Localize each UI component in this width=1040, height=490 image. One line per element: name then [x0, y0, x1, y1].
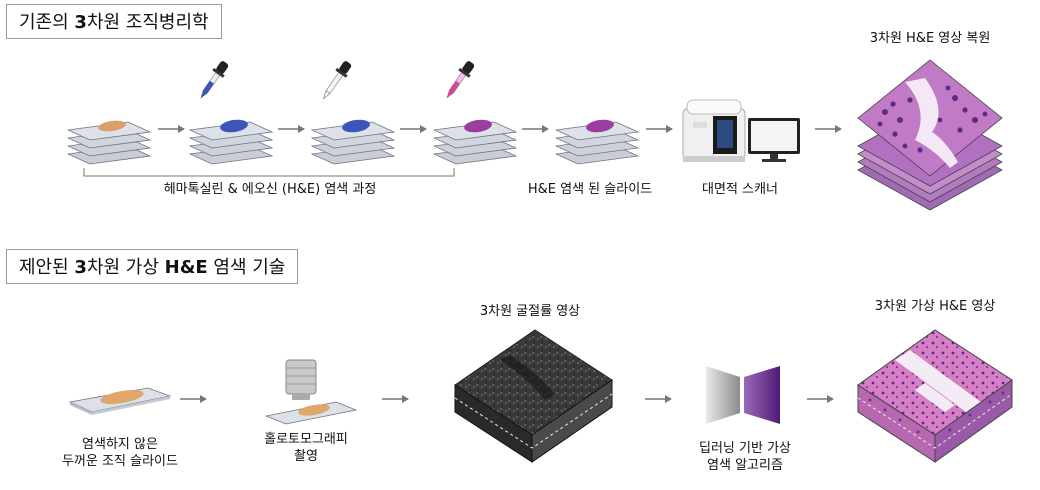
slide-stack-eosin [433, 119, 517, 165]
unstained-thick-slide [68, 387, 172, 415]
he-reconstruction-stack [857, 59, 1003, 211]
arrow-icon [180, 395, 207, 403]
scanner-icon [682, 99, 746, 162]
tissue-sample [98, 120, 126, 132]
tissue-sample [586, 119, 614, 133]
refractive-index-cube [454, 329, 613, 463]
reconstruction-label: 3차원 H&E 영상 복원 [869, 31, 991, 46]
dropper-hematoxylin-icon [200, 61, 229, 99]
top-pipeline-graphic [67, 59, 1003, 211]
algorithm-label: 딥러닝 기반 가상 염색 알고리즘 [699, 441, 791, 473]
arrow-icon [522, 125, 549, 133]
scanner-label: 대면적 스캐너 [702, 182, 778, 197]
bottom-section-title: 제안된 3차원 가상 H&E 염색 기술 [6, 249, 299, 284]
holotomography-label: 홀로토모그래피 촬영 [264, 432, 348, 464]
dropper-water-icon [322, 61, 352, 100]
top-section-title: 기존의 3차원 조직병리학 [6, 4, 222, 39]
virtual-he-cube [857, 329, 1013, 463]
slide-stack-unstained [67, 120, 151, 165]
holotomography-slide [264, 401, 358, 425]
tissue-sample [220, 119, 248, 133]
slide-stack-hematoxylin [189, 119, 273, 165]
slide-stack-washed [311, 119, 395, 165]
objective-lens-icon [285, 359, 317, 400]
arrow-icon [815, 125, 842, 133]
arrow-icon [278, 125, 305, 133]
arrow-icon [400, 125, 427, 133]
staining-process-label: 헤마톡실린 & 에오신 (H&E) 염색 과정 [163, 182, 377, 197]
tissue-sample [100, 389, 144, 405]
dropper-eosin-icon [446, 61, 475, 99]
arrow-icon [646, 125, 673, 133]
virtual-he-label: 3차원 가상 H&E 영상 [874, 299, 996, 314]
monitor-icon [748, 118, 800, 162]
neural-network-icon [706, 366, 780, 424]
refractive-image-label: 3차원 굴절률 영상 [479, 304, 581, 319]
arrow-icon [382, 395, 409, 403]
staining-process-bracket [83, 168, 455, 177]
arrow-icon [645, 395, 672, 403]
tissue-sample [342, 119, 370, 133]
tissue-sample [298, 404, 330, 416]
arrow-icon [158, 125, 185, 133]
tissue-sample [464, 119, 492, 133]
arrow-icon [807, 395, 834, 403]
stained-slide-label: H&E 염색 된 슬라이드 [527, 182, 653, 197]
slide-stack-stained [555, 119, 639, 165]
unstained-slide-label: 염색하지 않은 두꺼운 조직 슬라이드 [62, 437, 178, 469]
